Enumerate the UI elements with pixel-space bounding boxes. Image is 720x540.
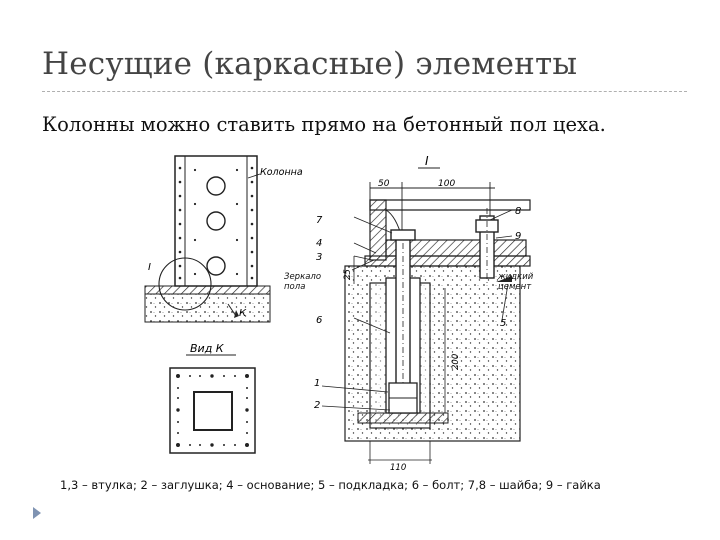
callout-8: 8 xyxy=(515,206,521,217)
slide-subtitle: Колонны можно ставить прямо на бетонный … xyxy=(42,113,606,136)
dim-50: 50 xyxy=(378,179,390,189)
column-base-drawing: Колонна I К Вид К I 50 100 xyxy=(144,154,533,473)
callout-7: 7 xyxy=(316,215,323,226)
dim-100: 100 xyxy=(438,179,455,189)
title-divider xyxy=(42,91,687,92)
callout-3: 3 xyxy=(316,252,322,263)
callout-2: 2 xyxy=(314,400,320,411)
label-section-i: I xyxy=(425,154,429,168)
view-k-plan xyxy=(169,367,256,454)
callout-1: 1 xyxy=(314,378,320,389)
column-section xyxy=(344,199,531,442)
label-column: Колонна xyxy=(260,167,303,178)
label-k: К xyxy=(239,308,247,319)
dim-200: 200 xyxy=(451,354,461,370)
label-view-k: Вид К xyxy=(190,342,225,355)
dim-110: 110 xyxy=(390,463,406,473)
triangle-bullet-icon xyxy=(33,507,41,519)
column-elevation xyxy=(144,155,271,323)
dimension-110 xyxy=(368,441,432,464)
legend-caption: 1,3 – втулка; 2 – заглушка; 4 – основани… xyxy=(60,478,601,492)
label-liquid-cement: жидкий цемент xyxy=(498,272,533,292)
slide-title: Несущие (каркасные) элементы xyxy=(42,46,578,82)
label-detail-i: I xyxy=(148,262,151,273)
callout-5: 5 xyxy=(500,318,506,329)
callout-9: 9 xyxy=(515,231,521,242)
label-floor-mirror: Зеркало пола xyxy=(284,272,321,292)
callout-4: 4 xyxy=(316,238,322,249)
callout-6: 6 xyxy=(316,315,322,326)
leader-lines xyxy=(321,209,513,411)
dim-25: 25 xyxy=(343,269,353,280)
